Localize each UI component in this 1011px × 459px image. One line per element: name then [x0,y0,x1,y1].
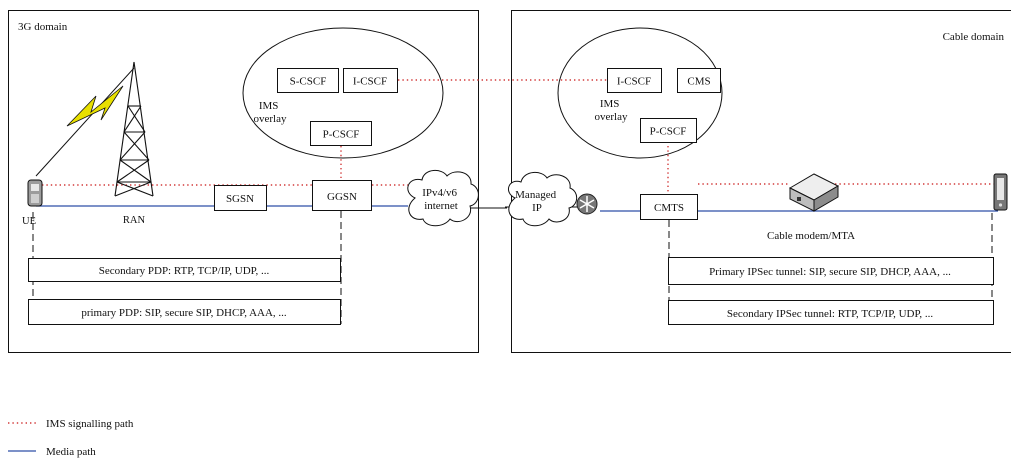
cable-domain-title: Cable domain [943,31,1005,43]
primary-pdp-label: primary PDP: SIP, secure SIP, DHCP, AAA,… [81,307,287,319]
ims-overlay-right-label: IMS overlay [595,98,628,123]
p-cscf-right-node: P-CSCF [640,118,697,143]
router-icon [576,193,598,215]
cable-modem-label: Cable modem/MTA [767,230,855,242]
i-cscf-right-label: I-CSCF [617,76,651,88]
cms-label: CMS [687,76,710,88]
legend: IMS signalling path Media path [8,418,134,458]
internet-label: IPv4/v6 internet [422,187,460,212]
lightning-icon [66,85,124,127]
legend-signalling-label: IMS signalling path [46,418,134,430]
cmts-node: CMTS [640,194,698,220]
ran-label: RAN [123,215,146,226]
cable-modem-icon [788,173,840,212]
secondary-pdp-label: Secondary PDP: RTP, TCP/IP, UDP, ... [99,265,270,277]
ggsn-node: GGSN [312,180,372,211]
cmts-label: CMTS [654,202,684,214]
3g-domain-title: 3G domain [18,21,68,33]
p-cscf-left-node: P-CSCF [310,121,372,146]
cms-node: CMS [677,68,721,93]
internet-cloud: IPv4/v6 internet [407,170,479,227]
ggsn-label: GGSN [327,191,357,203]
s-cscf-label: S-CSCF [290,76,327,88]
legend-media-label: Media path [46,446,96,458]
primary-pdp-tunnel: primary PDP: SIP, secure SIP, DHCP, AAA,… [28,299,341,325]
cable-phone-icon [993,173,1008,211]
ue-antenna [35,67,135,177]
i-cscf-right-node: I-CSCF [607,68,662,93]
secondary-pdp-tunnel: Secondary PDP: RTP, TCP/IP, UDP, ... [28,258,341,282]
primary-ipsec-tunnel: Primary IPSec tunnel: SIP, secure SIP, D… [668,257,994,285]
secondary-ipsec-label: Secondary IPSec tunnel: RTP, TCP/IP, UDP… [727,308,934,320]
i-cscf-left-label: I-CSCF [353,76,387,88]
p-cscf-right-label: P-CSCF [650,126,687,138]
managed-ip-label: Managed IP [515,189,559,214]
ims-overlay-left-label: IMS overlay [254,100,287,125]
sgsn-node: SGSN [214,185,267,211]
s-cscf-node: S-CSCF [277,68,339,93]
i-cscf-left-node: I-CSCF [343,68,398,93]
p-cscf-left-label: P-CSCF [323,129,360,141]
ran-tower-icon [114,61,154,197]
ue-phone-icon [27,179,43,207]
managed-ip-cloud: Managed IP [507,172,578,227]
sgsn-label: SGSN [226,193,254,205]
primary-ipsec-label: Primary IPSec tunnel: SIP, secure SIP, D… [709,266,951,278]
ue-label: UE [22,216,36,227]
secondary-ipsec-tunnel: Secondary IPSec tunnel: RTP, TCP/IP, UDP… [668,300,994,325]
